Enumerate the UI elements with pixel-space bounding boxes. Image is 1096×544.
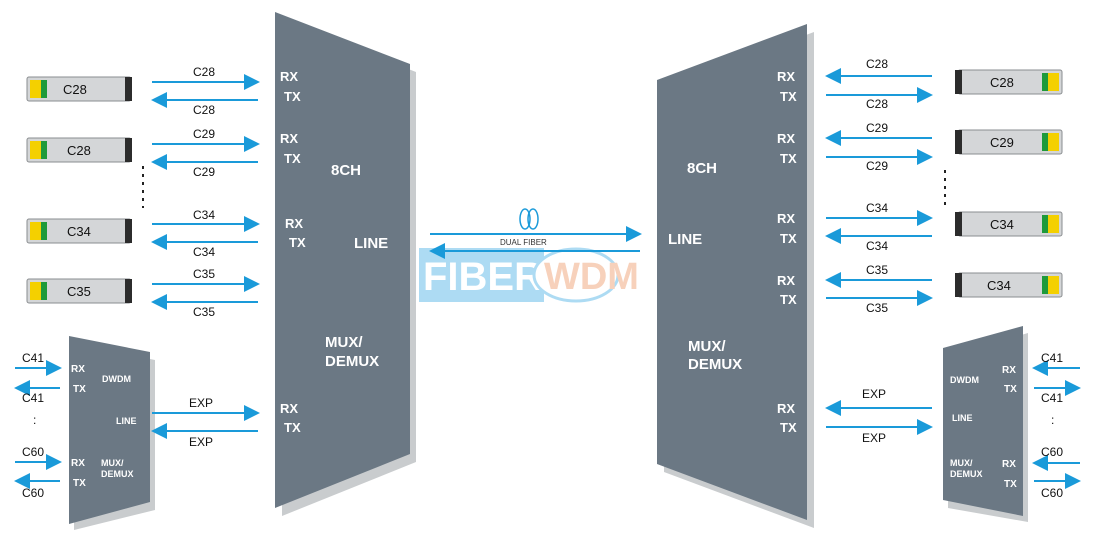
ls-demux: DEMUX — [101, 469, 134, 479]
right-exp-top-label: EXP — [862, 387, 886, 401]
right-sfp-4: C34 — [955, 272, 1063, 298]
rs-tx-2: TX — [1004, 479, 1017, 490]
rs-rx-1: RX — [1002, 365, 1016, 376]
ls-label-c60-top: C60 — [22, 445, 44, 459]
lm-line: LINE — [354, 235, 388, 252]
left-sfp-1-label: C28 — [63, 82, 87, 97]
rs-ellipsis: : — [1051, 413, 1054, 427]
right-link-3-bottom-label: C34 — [866, 239, 888, 253]
lm-title: 8CH — [331, 162, 361, 179]
rm-line: LINE — [668, 231, 702, 248]
lm-tx-1: TX — [284, 89, 301, 104]
rs-rx-2: RX — [1002, 459, 1016, 470]
rm-rx-5: RX — [777, 401, 795, 416]
right-sfp-3: C34 — [955, 211, 1063, 237]
left-link-3-bottom-label: C34 — [193, 245, 215, 259]
right-link-4-top-label: C35 — [866, 263, 888, 277]
rm-tx-4: TX — [780, 292, 797, 307]
rs-label-c41-bottom: C41 — [1041, 391, 1063, 405]
rm-tx-1: TX — [780, 89, 797, 104]
left-link-2-bottom-label: C29 — [193, 165, 215, 179]
rm-title: 8CH — [687, 160, 717, 177]
lm-tx-3: TX — [289, 235, 306, 250]
right-mux-panel — [657, 24, 807, 520]
left-link-4-bottom-label: C35 — [193, 305, 215, 319]
left-sfp-3-label: C34 — [67, 224, 91, 239]
rm-rx-3: RX — [777, 211, 795, 226]
right-exp-bottom-label: EXP — [862, 431, 886, 445]
ls-mux: MUX/ — [101, 458, 124, 468]
left-link-1-bottom-label: C28 — [193, 103, 215, 117]
ls-ellipsis: : — [33, 413, 36, 427]
left-sfp-3: C34 — [26, 218, 132, 244]
rs-label-c41-top: C41 — [1041, 351, 1063, 365]
ls-line: LINE — [116, 416, 137, 426]
left-sfp-4: C35 — [26, 278, 132, 304]
ls-tx-2: TX — [73, 478, 86, 489]
watermark-fiber: FIBER — [423, 255, 543, 299]
left-link-1-top-label: C28 — [193, 65, 215, 79]
right-sfp-1: C28 — [955, 69, 1063, 95]
ls-label-c60-bottom: C60 — [22, 486, 44, 500]
rm-rx-1: RX — [777, 69, 795, 84]
rs-dwdm: DWDM — [950, 375, 979, 385]
left-sfp-4-label: C35 — [67, 284, 91, 299]
fiberwdm-watermark: FIBER WDM — [419, 247, 639, 303]
rm-demux: DEMUX — [688, 356, 742, 373]
watermark-wdm: WDM — [544, 256, 639, 298]
left-exp-bottom-label: EXP — [189, 435, 213, 449]
left-link-2-top-label: C29 — [193, 127, 215, 141]
rm-tx-2: TX — [780, 151, 797, 166]
rm-rx-4: RX — [777, 273, 795, 288]
rm-tx-5: TX — [780, 420, 797, 435]
ls-rx-2: RX — [71, 458, 85, 469]
rs-mux: MUX/ — [950, 458, 973, 468]
lm-rx-2: RX — [280, 131, 298, 146]
right-sfp-3-label: C34 — [990, 217, 1014, 232]
right-link-2-bottom-label: C29 — [866, 159, 888, 173]
right-sfp-1-label: C28 — [990, 75, 1014, 90]
left-link-3-top-label: C34 — [193, 208, 215, 222]
ls-rx-1: RX — [71, 364, 85, 375]
rs-demux: DEMUX — [950, 469, 983, 479]
right-link-3-top-label: C34 — [866, 201, 888, 215]
left-mux-panel — [275, 12, 410, 508]
left-exp-top-label: EXP — [189, 396, 213, 410]
right-dwdm-panel — [943, 326, 1023, 516]
rs-line: LINE — [952, 413, 973, 423]
right-sfp-2: C29 — [955, 129, 1063, 155]
left-link-4-top-label: C35 — [193, 267, 215, 281]
right-link-1-top-label: C28 — [866, 57, 888, 71]
right-link-2-top-label: C29 — [866, 121, 888, 135]
left-sfp-2: C28 — [26, 137, 132, 163]
left-sfp-1: C28 — [26, 76, 132, 102]
ls-label-c41-bottom: C41 — [22, 391, 44, 405]
lm-demux: DEMUX — [325, 353, 379, 370]
left-dwdm-panel — [69, 336, 150, 524]
ls-label-c41-top: C41 — [22, 351, 44, 365]
fiber-coil-icon — [519, 208, 539, 230]
right-link-4-bottom-label: C35 — [866, 301, 888, 315]
lm-mux: MUX/ — [325, 334, 363, 351]
lm-rx-4: RX — [280, 401, 298, 416]
rs-label-c60-bottom: C60 — [1041, 486, 1063, 500]
right-sfp-4-label: C34 — [987, 278, 1011, 293]
right-sfp-2-label: C29 — [990, 135, 1014, 150]
fiber-label: DUAL FIBER — [500, 238, 547, 247]
ls-dwdm: DWDM — [102, 374, 131, 384]
right-link-1-bottom-label: C28 — [866, 97, 888, 111]
rm-rx-2: RX — [777, 131, 795, 146]
lm-tx-2: TX — [284, 151, 301, 166]
left-sfp-2-label: C28 — [67, 143, 91, 158]
rs-label-c60-top: C60 — [1041, 445, 1063, 459]
rm-tx-3: TX — [780, 231, 797, 246]
lm-tx-4: TX — [284, 420, 301, 435]
lm-rx-3: RX — [285, 216, 303, 231]
rs-tx-1: TX — [1004, 384, 1017, 395]
lm-rx-1: RX — [280, 69, 298, 84]
rm-mux: MUX/ — [688, 338, 726, 355]
ls-tx-1: TX — [73, 384, 86, 395]
